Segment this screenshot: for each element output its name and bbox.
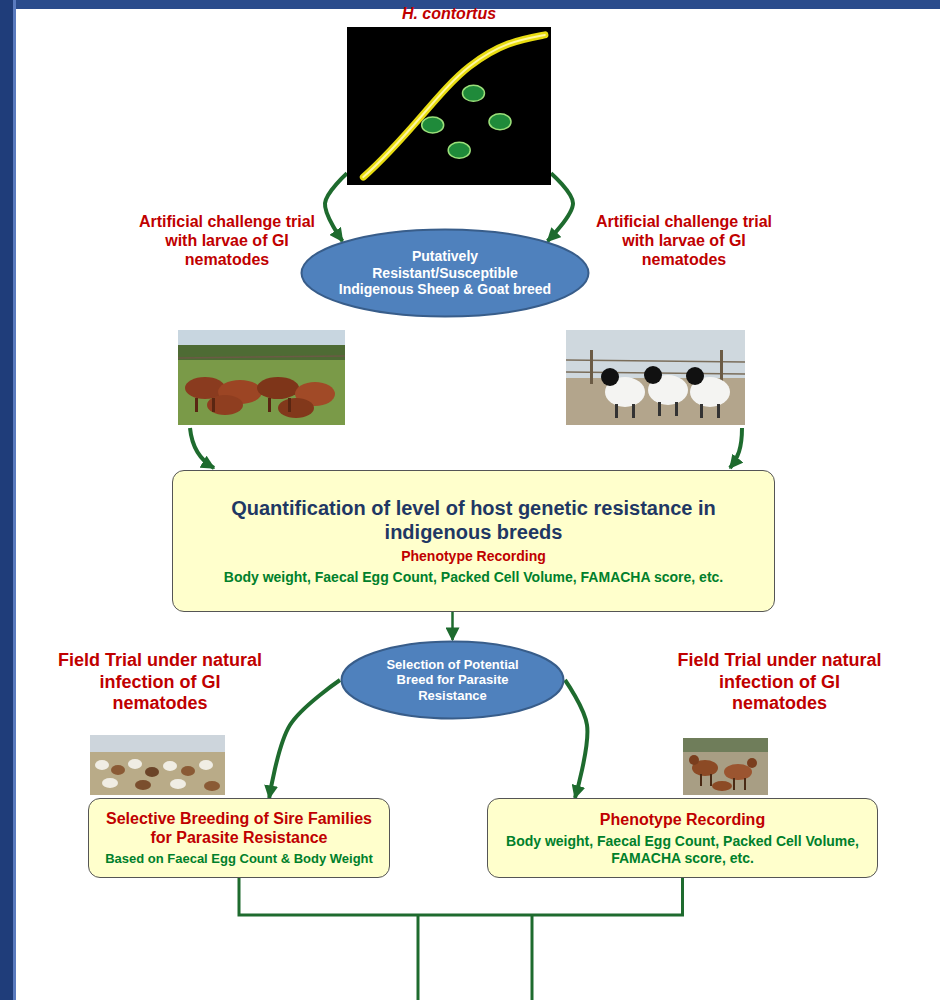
goat-photo (683, 738, 768, 795)
outflow-line (531, 915, 534, 1000)
phenotype-box: Phenotype RecordingBody weight, Faecal E… (487, 798, 878, 878)
box-body: Body weight, Faecal Egg Count, Packed Ce… (498, 833, 867, 867)
flow-arrow (565, 680, 587, 798)
flow-arrow (451, 612, 454, 640)
box-title: Selective Breeding of Sire Families for … (99, 809, 379, 847)
flow-arrow (548, 173, 573, 241)
parasite-image: H. contortus (347, 4, 551, 185)
flow-arrow (325, 173, 347, 241)
ellipse-shape (302, 230, 589, 317)
cattle-photo (178, 330, 345, 425)
box-body: Based on Faecal Egg Count & Body Weight (105, 851, 373, 867)
box-subtitle: Phenotype Recording (401, 548, 546, 565)
box-title: Phenotype Recording (600, 810, 765, 829)
selection-ellipse: Selection of Potential Breed for Parasit… (340, 640, 565, 720)
sheep-photo (566, 330, 745, 425)
parasite-picture (347, 27, 551, 185)
breed-ellipse: Putatively Resistant/Susceptible Indigen… (300, 228, 590, 318)
side-note: Field Trial under natural infection of G… (672, 650, 887, 715)
flow-arrow (239, 878, 683, 915)
flow-arrow (269, 680, 340, 798)
box-body: Body weight, Faecal Egg Count, Packed Ce… (224, 569, 723, 586)
outflow-line (417, 915, 420, 1000)
photo-arrow (190, 428, 214, 468)
quantification-box: Quantification of level of host genetic … (172, 470, 775, 612)
selective-breeding-box: Selective Breeding of Sire Families for … (88, 798, 390, 878)
ellipse-text: Selection of Potential Breed for Parasit… (370, 657, 535, 704)
flock-photo (90, 735, 225, 795)
side-note: Artificial challenge trial with larvae o… (584, 212, 784, 270)
box-title: Quantification of level of host genetic … (183, 496, 764, 544)
photo-arrow (730, 428, 742, 468)
left-band-stripe (13, 0, 16, 1000)
image-heading: H. contortus (347, 4, 551, 23)
ellipse-shape (342, 642, 564, 719)
side-note: Field Trial under natural infection of G… (55, 650, 265, 715)
side-note: Artificial challenge trial with larvae o… (138, 212, 316, 270)
left-band (0, 0, 13, 1000)
ellipse-text: Putatively Resistant/Susceptible Indigen… (338, 248, 553, 298)
